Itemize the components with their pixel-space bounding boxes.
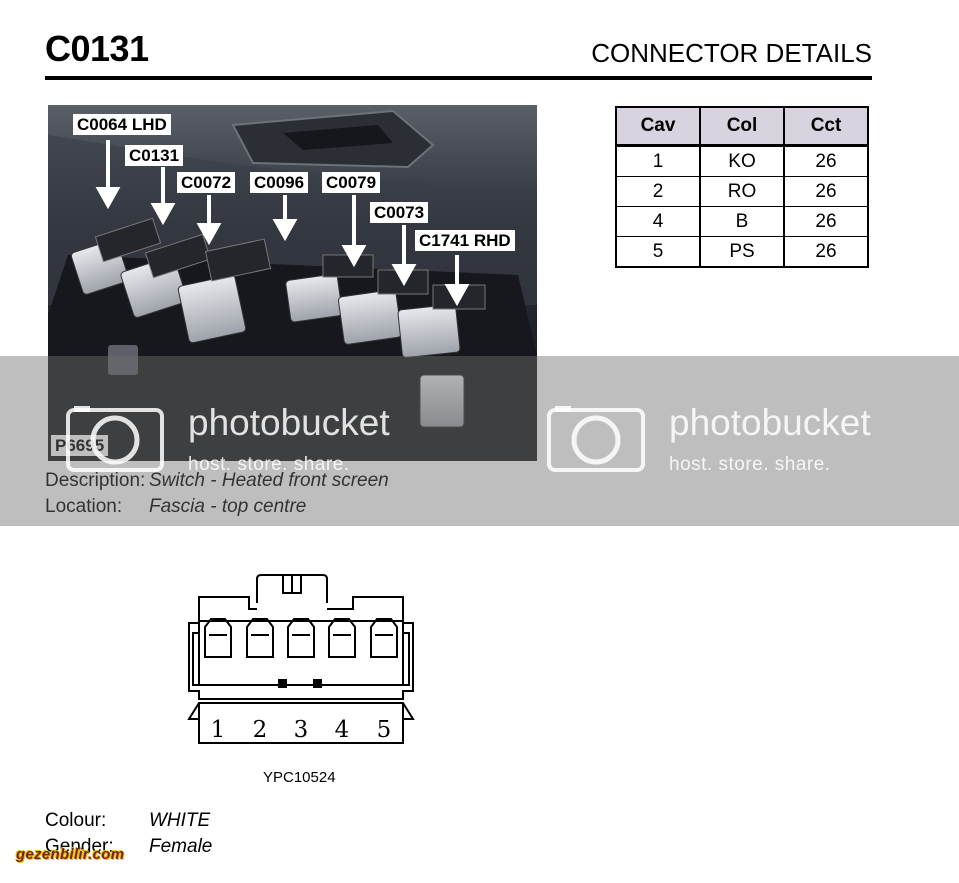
cav-cell: 5 xyxy=(616,236,700,267)
pin-table: Cav Col Cct 1 KO 26 2 RO 26 4 B 26 5 PS … xyxy=(615,106,869,268)
location-value: Fascia - top centre xyxy=(149,496,307,517)
description-label: Description: xyxy=(45,470,146,491)
table-row: 5 PS 26 xyxy=(616,236,868,267)
page-heading: CONNECTOR DETAILS xyxy=(591,38,872,68)
column-header-col: Col xyxy=(699,107,784,147)
cct-cell: 26 xyxy=(783,236,868,267)
col-cell: B xyxy=(699,206,784,237)
cav-cell: 4 xyxy=(616,206,700,237)
callout-c0064: C0064 LHD xyxy=(73,114,171,135)
watermark-band: photobucket host. store. share. photobuc… xyxy=(0,356,959,526)
cav-cell: 2 xyxy=(616,176,700,207)
drawing-id: YPC10524 xyxy=(263,769,336,786)
pin-number-2: 2 xyxy=(253,717,268,743)
callout-c0079: C0079 xyxy=(322,172,381,193)
connector-outline: 1 2 3 4 5 xyxy=(187,574,415,744)
pin-number-4: 4 xyxy=(335,717,350,743)
pin-number-1: 1 xyxy=(211,717,226,743)
callout-c0073: C0073 xyxy=(370,202,429,223)
watermark-tagline: host. store. share. xyxy=(188,454,350,475)
watermark-brand: photobucket xyxy=(669,402,871,443)
description-value: Switch - Heated front screen xyxy=(149,470,389,491)
gender-label: Gender: xyxy=(45,836,114,857)
camera-icon xyxy=(547,406,645,472)
col-cell: KO xyxy=(699,145,784,177)
table-row: 1 KO 26 xyxy=(616,145,868,177)
pin-number-5: 5 xyxy=(377,717,392,743)
column-header-cav: Cav xyxy=(616,107,700,147)
colour-value: WHITE xyxy=(149,810,211,831)
location-label: Location: xyxy=(45,496,123,517)
callout-c1741: C1741 RHD xyxy=(415,230,515,251)
callout-c0072: C0072 xyxy=(177,172,236,193)
watermark-brand: photobucket xyxy=(188,402,390,443)
cct-cell: 26 xyxy=(783,176,868,207)
gender-value: Female xyxy=(149,836,213,857)
fascia-switch-photo: C0064 LHD C0131 C0072 C0096 C0079 C0073 … xyxy=(48,105,537,461)
connector-code-title: C0131 xyxy=(45,28,149,69)
camera-icon xyxy=(66,406,164,472)
column-header-cct: Cct xyxy=(783,107,868,147)
watermark-tagline: host. store. share. xyxy=(669,454,831,475)
cav-cell: 1 xyxy=(616,145,700,177)
pin-number-3: 3 xyxy=(294,717,309,743)
table-row: 2 RO 26 xyxy=(616,176,868,207)
colour-label: Colour: xyxy=(45,810,107,831)
photo-illustration xyxy=(48,105,537,461)
connector-face-drawing: 1 2 3 4 5 xyxy=(185,573,417,758)
callout-c0096: C0096 xyxy=(250,172,309,193)
cct-cell: 26 xyxy=(783,206,868,237)
table-header-row: Cav Col Cct xyxy=(616,107,868,147)
col-cell: PS xyxy=(699,236,784,267)
col-cell: RO xyxy=(699,176,784,207)
table-row: 4 B 26 xyxy=(616,206,868,237)
callout-c0131: C0131 xyxy=(125,145,184,166)
site-watermark-badge: gezenbilir.com xyxy=(16,846,125,863)
header-rule xyxy=(45,76,872,80)
cct-cell: 26 xyxy=(783,145,868,177)
